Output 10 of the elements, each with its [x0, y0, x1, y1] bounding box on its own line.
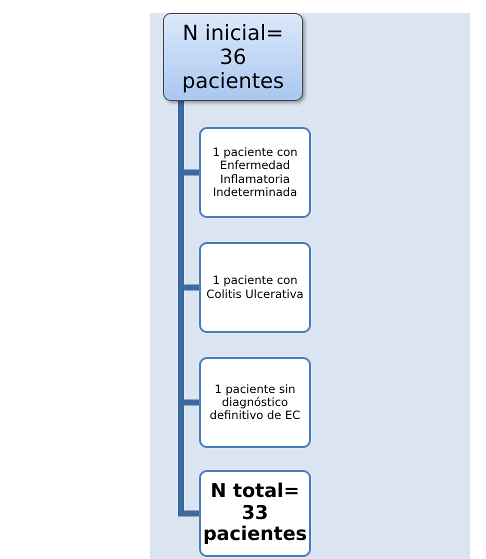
box-text: N total= 33 pacientes: [203, 480, 307, 546]
start-box: [163, 13, 303, 101]
box-text: 1 paciente con Colitis Ulcerativa: [205, 274, 305, 301]
process-box: [199, 357, 311, 448]
process-box: [199, 127, 311, 218]
box-text: 1 paciente sin diagnóstico definitivo de EC: [208, 382, 302, 422]
process-box: [199, 242, 311, 333]
box-text: 1 paciente con Enfermedad Inflamatoria Indeterminada: [211, 146, 299, 199]
box-text: N inicial= 36 pacientes: [181, 20, 285, 94]
process-box: [199, 470, 311, 557]
